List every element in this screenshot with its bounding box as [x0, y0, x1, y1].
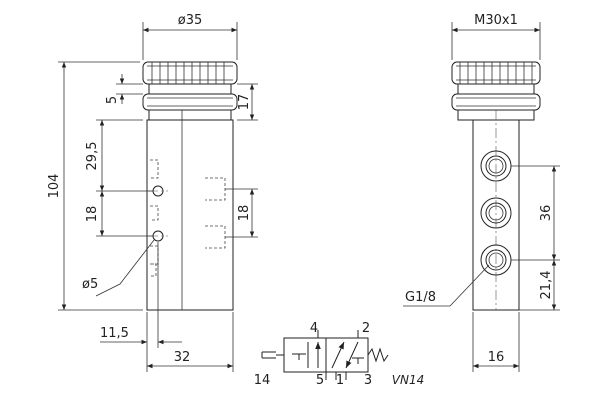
symbol-port-1: 1: [336, 373, 344, 388]
symbol-port-14: 14: [254, 373, 271, 388]
symbol-port-3: 3: [364, 373, 372, 388]
symbol-box-left: [283, 337, 327, 373]
symbol-code: VN14: [392, 373, 424, 387]
symbol-port-4: 4: [310, 321, 318, 336]
dim-port-hole: ø5: [82, 277, 98, 292]
dim-offset-top-port: 29,5: [85, 142, 100, 171]
valve-symbol: 4 2 14 5 1 3 VN14: [254, 321, 425, 388]
dim-port-spacing-right: 18: [237, 205, 252, 222]
dim-diameter-top: ø35: [178, 13, 203, 28]
symbol-port-2: 2: [362, 321, 370, 336]
dim-height-total: 104: [47, 174, 62, 199]
dim-edge-offset: 11,5: [100, 326, 129, 341]
dim-port-spacing-side: 36: [539, 205, 554, 222]
dim-body-width: 32: [174, 350, 191, 365]
dim-knob-gap: 5: [105, 96, 120, 104]
dim-port-thread: G1/8: [405, 290, 436, 305]
side-port-middle: [480, 197, 512, 229]
dim-body-width-side: 16: [488, 350, 505, 365]
dim-thread: M30x1: [474, 13, 518, 28]
dim-port-spacing: 18: [85, 206, 100, 223]
symbol-port-5: 5: [316, 373, 324, 388]
front-hidden-details: [150, 159, 226, 277]
front-knob: [142, 61, 238, 121]
front-body: [146, 119, 234, 311]
side-view: M30x1 36 21,4 G1/8 16: [403, 13, 560, 372]
dim-knob-height: 17: [237, 94, 252, 111]
front-view: ø35 104 5 17 29,5 18 18 ø5: [47, 13, 258, 372]
dim-bottom-offset: 21,4: [539, 271, 554, 300]
